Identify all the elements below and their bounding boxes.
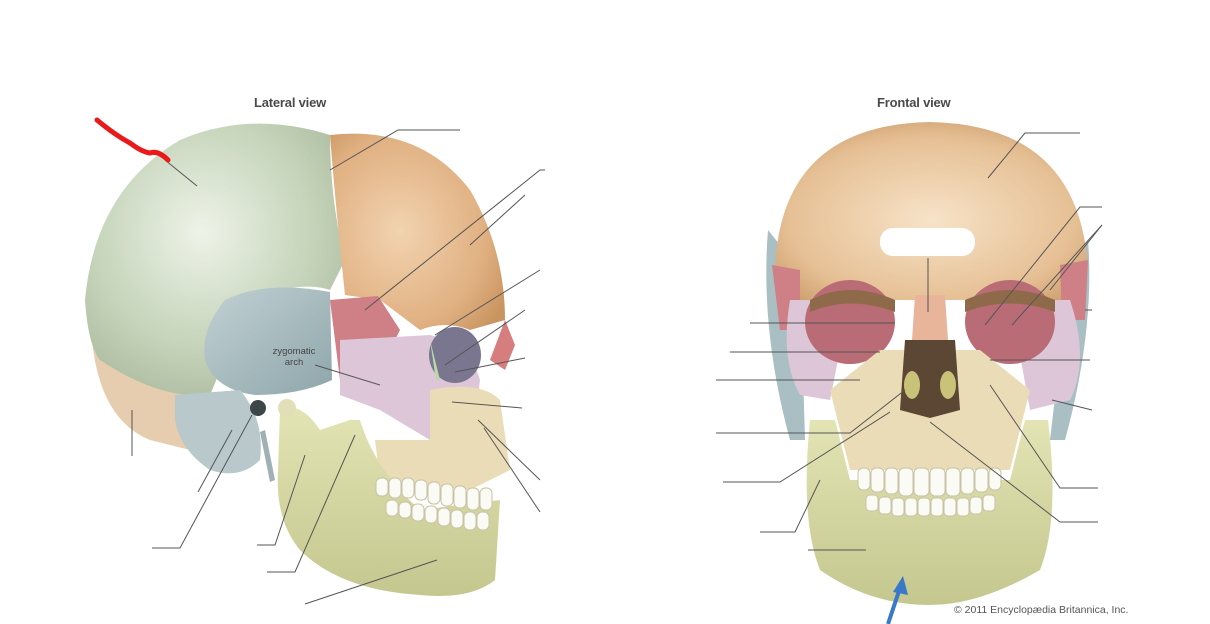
teeth	[375, 477, 493, 531]
temporal-bone	[204, 287, 332, 395]
frontal-bone-front	[775, 122, 1088, 300]
zygomatic-arch-label-line1: zygomatic	[272, 346, 316, 357]
lateral-skull	[85, 123, 545, 605]
zygomatic-arch-label-line2: arch	[284, 357, 304, 368]
lateral-leader-lines	[131, 129, 545, 605]
copyright-credit: © 2011 Encyclopædia Britannica, Inc.	[954, 604, 1129, 616]
frontal-view-title: Frontal view	[877, 95, 951, 110]
blue-arrow-icon	[886, 576, 908, 624]
frontal-skull	[716, 122, 1103, 605]
external-acoustic-meatus	[250, 400, 266, 416]
nasal-bone	[490, 320, 515, 370]
teeth-front	[857, 467, 1002, 517]
nasal-bone-front	[912, 295, 948, 340]
lateral-view-title: Lateral view	[254, 95, 327, 110]
nasal-cavity	[900, 340, 960, 418]
parietal-bone	[85, 123, 345, 396]
frontal-leader-lines	[716, 132, 1103, 551]
maxilla	[375, 386, 510, 490]
zygomatic-arch-label: zygomatic arch	[262, 346, 326, 368]
mastoid-process	[175, 390, 261, 474]
frontal-bone	[330, 133, 505, 330]
red-annotation-mark	[94, 117, 171, 163]
